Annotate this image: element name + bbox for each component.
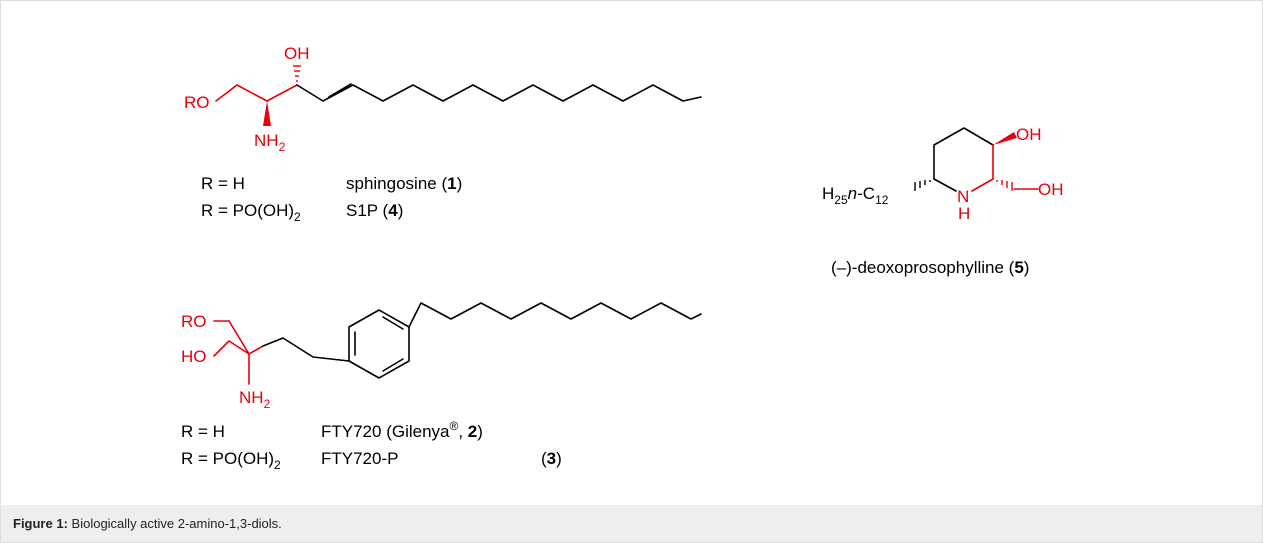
- fty720-octyl-chain: [408, 302, 702, 328]
- benzene-inner-2: [382, 316, 404, 330]
- fty720-nh-label: NH2: [239, 388, 271, 411]
- figure-panel: OH RO NH2 R = H sphingosine (1) R = PO(O…: [0, 0, 1263, 506]
- hashed-wedge-oh: [293, 65, 301, 82]
- deoxo-oh-top-label: OH: [1016, 125, 1042, 144]
- deoxo-h-label: H: [958, 204, 970, 223]
- bond-c2-c3: [266, 84, 298, 102]
- deoxo-chain-label: H25n-C12: [822, 184, 889, 207]
- caption-bar: Figure 1: Biologically active 2-amino-1,…: [0, 505, 1263, 543]
- hashed-wedge-chain: [914, 180, 931, 191]
- sphingosine-name-row2: S1P (4): [346, 201, 403, 220]
- bond-c1-c2: [236, 84, 268, 102]
- deoxo-name-label: (–)-deoxoprosophylline (5): [831, 258, 1029, 277]
- piperidine-ring-black: [933, 127, 994, 180]
- sphingosine-name-row1: sphingosine (1): [346, 174, 462, 193]
- sphingosine-chain: [296, 84, 702, 102]
- deoxo-oh-side-label: OH: [1038, 180, 1064, 199]
- bold-wedge-nh2: [263, 101, 271, 126]
- double-bond-second-line: [328, 83, 352, 98]
- fty720-num-row2: (3): [541, 449, 562, 468]
- figure-caption: Figure 1: Biologically active 2-amino-1,…: [13, 516, 282, 531]
- sphingosine-structure: OH RO NH2: [184, 44, 702, 154]
- benzene-ring: [348, 309, 410, 379]
- benzene-inner-3: [382, 358, 404, 372]
- structures-svg: OH RO NH2 R = H sphingosine (1) R = PO(O…: [181, 44, 1064, 472]
- sphingosine-ro-label: RO: [184, 93, 210, 112]
- fty720-linker: [262, 337, 350, 362]
- fty720-structure: RO HO NH2: [181, 302, 702, 411]
- sphingosine-r-row1: R = H: [201, 174, 245, 193]
- fty720-r-row1: R = H: [181, 422, 225, 441]
- piperidine-bond-c2-n-red: [971, 178, 994, 192]
- fty720-name-row1: FTY720 (Gilenya®, 2): [321, 419, 483, 441]
- bond-ch2b-cq: [228, 340, 250, 355]
- bond-ho-ch2: [213, 340, 230, 357]
- piperidine-bond-c2-n: [933, 178, 957, 192]
- bond-ch2-cq: [228, 320, 250, 355]
- bond-cq-chain: [248, 345, 264, 355]
- fty720-ho-label: HO: [181, 347, 207, 366]
- sphingosine-nh-label: NH2: [254, 131, 286, 154]
- bold-wedge-top-oh: [993, 132, 1017, 145]
- deoxo-n-label: N: [957, 187, 969, 206]
- sphingosine-r-row2: R = PO(OH)2: [201, 201, 301, 224]
- sphingosine-oh-label: OH: [284, 44, 310, 63]
- fty720-r-row2: R = PO(OH)2: [181, 449, 281, 472]
- deoxoprosophylline-structure: OH OH N H H25n-C12: [822, 125, 1064, 223]
- hashed-wedge-ch2oh: [996, 180, 1013, 191]
- fty720-ro-label: RO: [181, 312, 207, 331]
- caption-body: Biologically active 2-amino-1,3-diols.: [71, 516, 282, 531]
- fty720-name-row2: FTY720-P: [321, 449, 398, 468]
- caption-label: Figure 1:: [13, 516, 68, 531]
- bond-ro-c1: [215, 84, 238, 102]
